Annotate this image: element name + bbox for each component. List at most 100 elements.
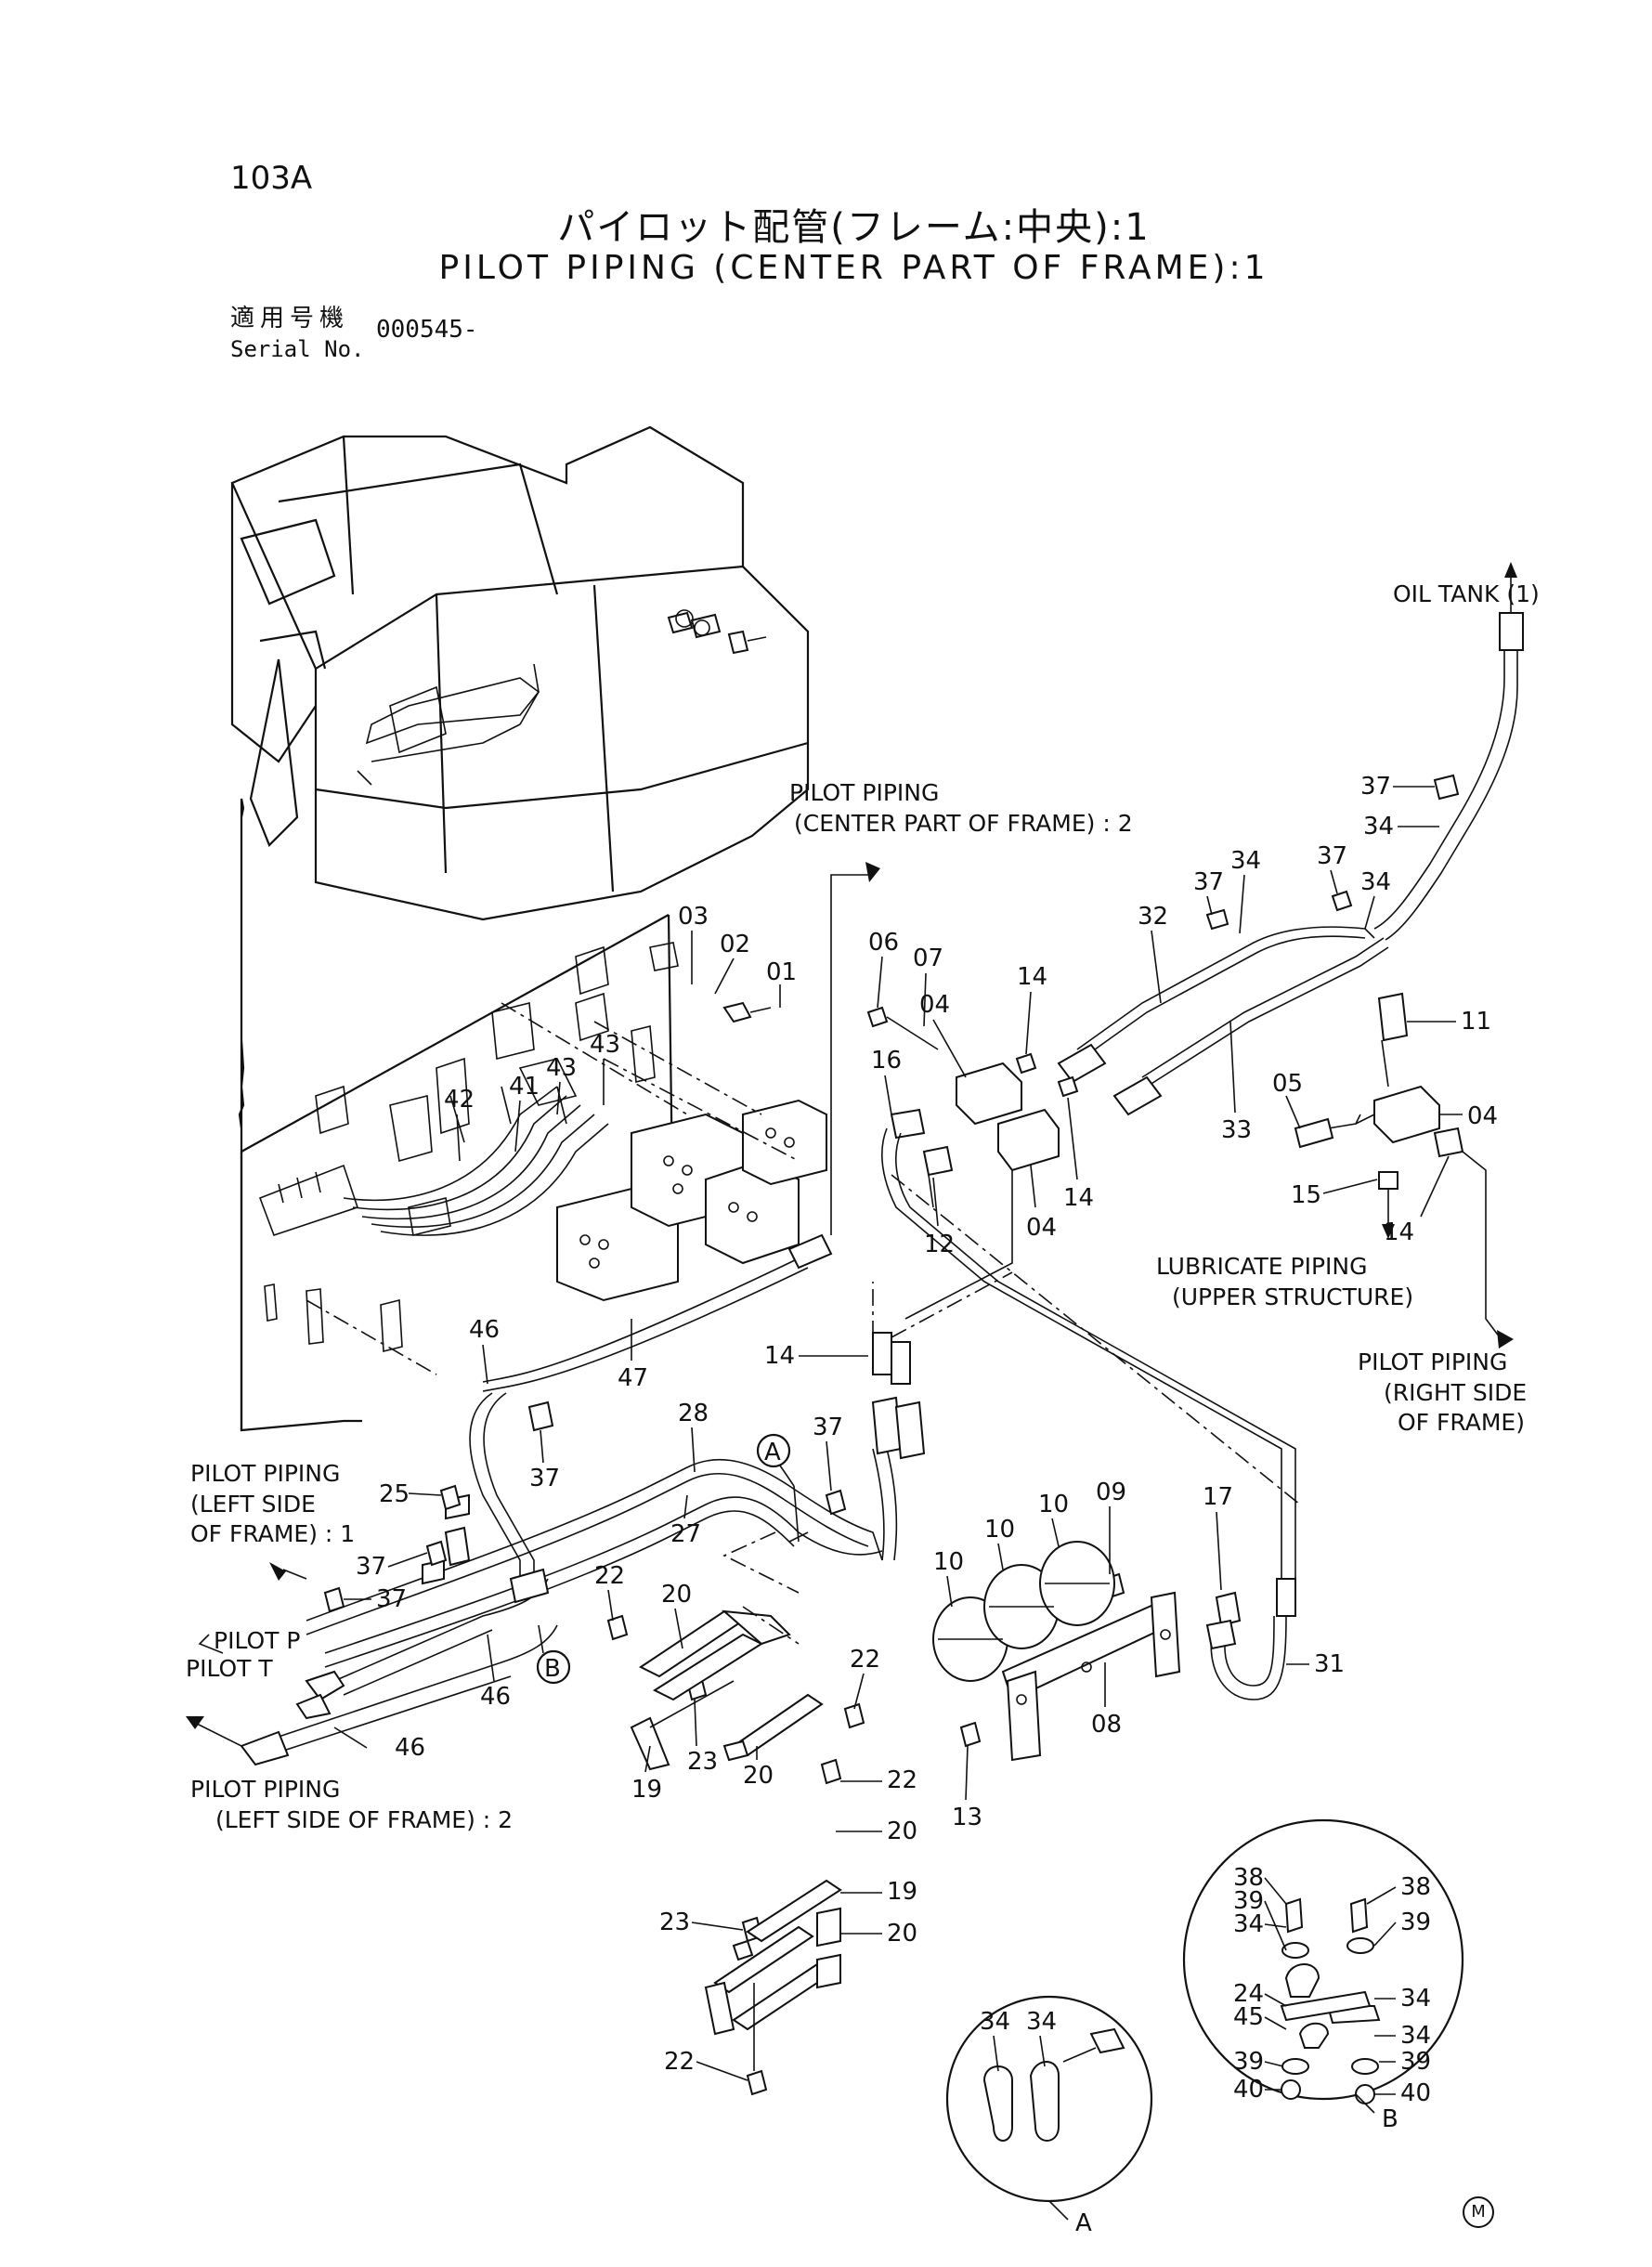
part-23-b: 23 [659, 1909, 690, 1936]
oil-tank-label: OIL TANK (1) [1393, 580, 1540, 607]
serial-label-japanese: 適用号機 [230, 305, 350, 332]
part-34-c: 34 [1363, 813, 1394, 840]
view-b-label: B [1382, 2105, 1398, 2133]
part-34-a: 34 [1230, 847, 1261, 875]
part-33: 33 [1221, 1116, 1252, 1144]
detail-view-b [1182, 1818, 1464, 2104]
part-11: 11 [1461, 1008, 1491, 1036]
pilot-left-2-line1: PILOT PIPING [190, 1776, 340, 1803]
m-mark: M [1463, 2196, 1494, 2228]
pilot-right-line1: PILOT PIPING [1358, 1348, 1507, 1375]
pilot-left-1-line1: PILOT PIPING [190, 1460, 340, 1487]
part-08: 08 [1091, 1711, 1122, 1739]
part-37-c: 37 [1317, 842, 1347, 870]
part-39-c: 39 [1233, 2048, 1264, 2076]
part-34-h: 34 [1400, 2022, 1431, 2050]
part-37-f: 37 [356, 1553, 386, 1581]
part-27: 27 [670, 1520, 701, 1548]
part-15: 15 [1291, 1181, 1321, 1209]
part-28: 28 [678, 1400, 709, 1427]
title-english: PILOT PIPING (CENTER PART OF FRAME):1 [438, 249, 1269, 287]
part-37-e: 37 [813, 1414, 843, 1441]
part-34-d: 34 [980, 2008, 1010, 2036]
part-19-a: 19 [631, 1776, 662, 1804]
annotations: OIL TANK (1) PILOT PIPING (CENTER PART O… [186, 580, 1540, 2237]
callout-a-label: A [764, 1439, 781, 1466]
part-17: 17 [1203, 1483, 1233, 1511]
part-labels: 01 02 03 04 04 04 05 06 07 08 09 10 10 1… [333, 773, 1498, 2107]
part-24: 24 [1233, 1980, 1264, 2008]
part-42: 42 [444, 1086, 475, 1114]
serial-value: 000545- [376, 316, 478, 344]
part-34-e: 34 [1026, 2008, 1057, 2036]
part-37-b: 37 [1193, 868, 1224, 896]
part-20-a: 20 [661, 1581, 692, 1609]
part-01: 01 [766, 958, 797, 986]
clamps-lower [704, 1879, 842, 2071]
pilot-right-line3: OF FRAME) [1398, 1409, 1525, 1436]
part-43-a: 43 [546, 1054, 577, 1082]
serial-label-english: Serial No. [230, 336, 365, 362]
part-03: 03 [678, 903, 709, 931]
pilot-left-1-line2: (LEFT SIDE [190, 1491, 316, 1518]
part-06: 06 [868, 929, 899, 957]
lubricate-line2: (UPPER STRUCTURE) [1172, 1283, 1413, 1310]
part-14-b: 14 [1063, 1184, 1094, 1212]
part-22-d: 22 [664, 2048, 695, 2076]
pilot-t-label: PILOT T [186, 1655, 273, 1682]
part-39-d: 39 [1400, 2048, 1431, 2076]
pipe-32-33 [1057, 562, 1524, 1116]
part-34-f: 34 [1233, 1910, 1264, 1938]
part-19-b: 19 [887, 1878, 917, 1906]
part-46-a: 46 [469, 1316, 500, 1344]
part-37-a: 37 [1360, 773, 1391, 801]
part-14-a: 14 [1017, 963, 1047, 991]
pilot-center-2-line1: PILOT PIPING [789, 779, 939, 806]
part-20-d: 20 [887, 1920, 917, 1948]
part-46-b: 46 [480, 1683, 511, 1711]
part-37-d: 37 [529, 1465, 560, 1492]
part-38-b: 38 [1400, 1873, 1431, 1901]
lubricate-line1: LUBRICATE PIPING [1156, 1253, 1367, 1280]
part-40-b: 40 [1400, 2079, 1431, 2107]
part-34-g: 34 [1400, 1985, 1431, 2013]
detail-view-a [945, 1995, 1153, 2203]
part-46-c: 46 [395, 1734, 425, 1762]
machine-frame-drawing [230, 425, 810, 921]
part-14-c: 14 [1384, 1218, 1414, 1246]
pilot-center-2-line2: (CENTER PART OF FRAME) : 2 [794, 810, 1133, 837]
part-02: 02 [720, 931, 750, 958]
view-a-label: A [1075, 2209, 1092, 2237]
part-34-b: 34 [1360, 868, 1391, 896]
part-39-b: 39 [1400, 1909, 1431, 1936]
part-38-a: 38 [1233, 1864, 1264, 1892]
pilot-right-line2: (RIGHT SIDE [1384, 1379, 1527, 1406]
part-04-b: 04 [1026, 1214, 1057, 1242]
accumulators [932, 1541, 1181, 1762]
part-41: 41 [509, 1073, 540, 1101]
part-39-a: 39 [1233, 1887, 1264, 1915]
part-22-c: 22 [887, 1766, 917, 1794]
callout-b-circle [536, 1649, 571, 1685]
part-20-b: 20 [743, 1762, 774, 1790]
part-13: 13 [952, 1804, 982, 1831]
title-japanese: パイロット配管(フレーム:中央):1 [557, 206, 1151, 249]
part-32: 32 [1138, 903, 1168, 931]
part-45: 45 [1233, 2003, 1264, 2031]
clamps-middle [630, 1606, 824, 1771]
part-23-a: 23 [687, 1748, 718, 1776]
callout-a-circle [756, 1433, 791, 1468]
part-16: 16 [871, 1047, 902, 1075]
part-20-c: 20 [887, 1818, 917, 1845]
part-09: 09 [1096, 1479, 1126, 1506]
part-10-a: 10 [933, 1548, 964, 1576]
pilot-p-label: PILOT P [214, 1627, 300, 1654]
part-10-b: 10 [984, 1516, 1015, 1544]
pilot-left-2-line2: (LEFT SIDE OF FRAME) : 2 [215, 1806, 513, 1833]
page-id: 103A [230, 160, 313, 197]
part-10-c: 10 [1038, 1491, 1069, 1518]
part-12: 12 [924, 1231, 955, 1258]
part-07: 07 [913, 945, 943, 972]
part-22-a: 22 [594, 1562, 625, 1590]
